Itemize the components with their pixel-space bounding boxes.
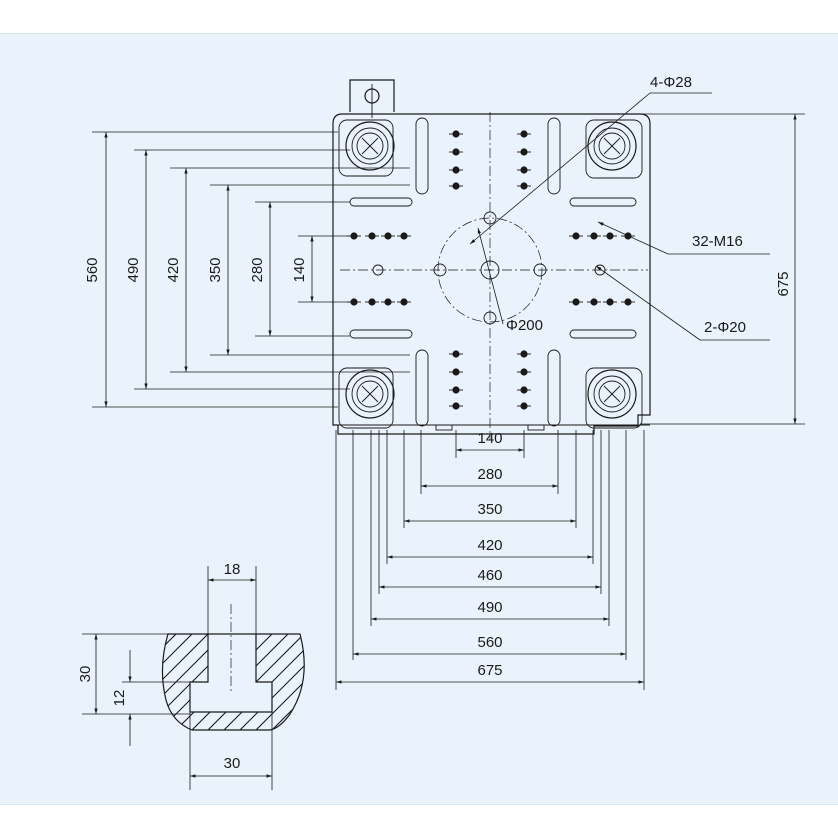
dim-slot-height: 30 [77, 666, 94, 683]
dim-280: 280 [249, 257, 266, 282]
dim-560-horizontal: 560 [477, 634, 502, 651]
callout-32-m16: 32-M16 [692, 233, 743, 250]
tie-bar-bottom-right [585, 367, 643, 429]
bottom-dimensions: 140 280 350 420 460 490 560 675 [335, 430, 645, 690]
dim-350: 350 [207, 257, 224, 282]
platen-outline [332, 113, 651, 435]
right-dimension: 675 [640, 113, 805, 425]
center-features [372, 211, 606, 325]
tie-bar-bottom-left [338, 367, 395, 429]
dim-280-horizontal: 280 [477, 466, 502, 483]
left-dimensions: 560 490 420 350 280 140 [84, 131, 410, 408]
dim-slot-base: 30 [224, 755, 241, 772]
drawing-frame [0, 33, 838, 805]
dim-675-vertical: 675 [775, 271, 792, 296]
top-lug [349, 79, 395, 112]
t-slot-section: 18 30 12 30 [77, 561, 305, 790]
tie-bar-top-left [338, 119, 395, 177]
callout-phi200: Φ200 [506, 317, 543, 334]
platen [332, 79, 651, 440]
dim-140-vertical: 140 [291, 257, 308, 282]
dim-350-horizontal: 350 [477, 501, 502, 518]
dim-140-horizontal: 140 [477, 430, 502, 447]
dim-420: 420 [165, 257, 182, 282]
vertical-slots [415, 117, 561, 427]
tapped-holes [347, 130, 635, 410]
dim-675-horizontal: 675 [477, 662, 502, 679]
callouts: 4-Φ28 32-M16 2-Φ20 Φ200 [469, 74, 770, 341]
dim-420-horizontal: 420 [477, 537, 502, 554]
dim-490-horizontal: 490 [477, 599, 502, 616]
tie-bar-top-right [585, 119, 643, 179]
dim-slot-depth: 12 [111, 690, 128, 707]
dim-560: 560 [84, 257, 101, 282]
dim-460-horizontal: 460 [477, 567, 502, 584]
dim-slot-width: 18 [224, 561, 241, 578]
callout-4-phi28: 4-Φ28 [650, 74, 692, 91]
horizontal-slots [349, 197, 637, 339]
dim-490: 490 [125, 257, 142, 282]
callout-2-phi20: 2-Φ20 [704, 319, 746, 336]
